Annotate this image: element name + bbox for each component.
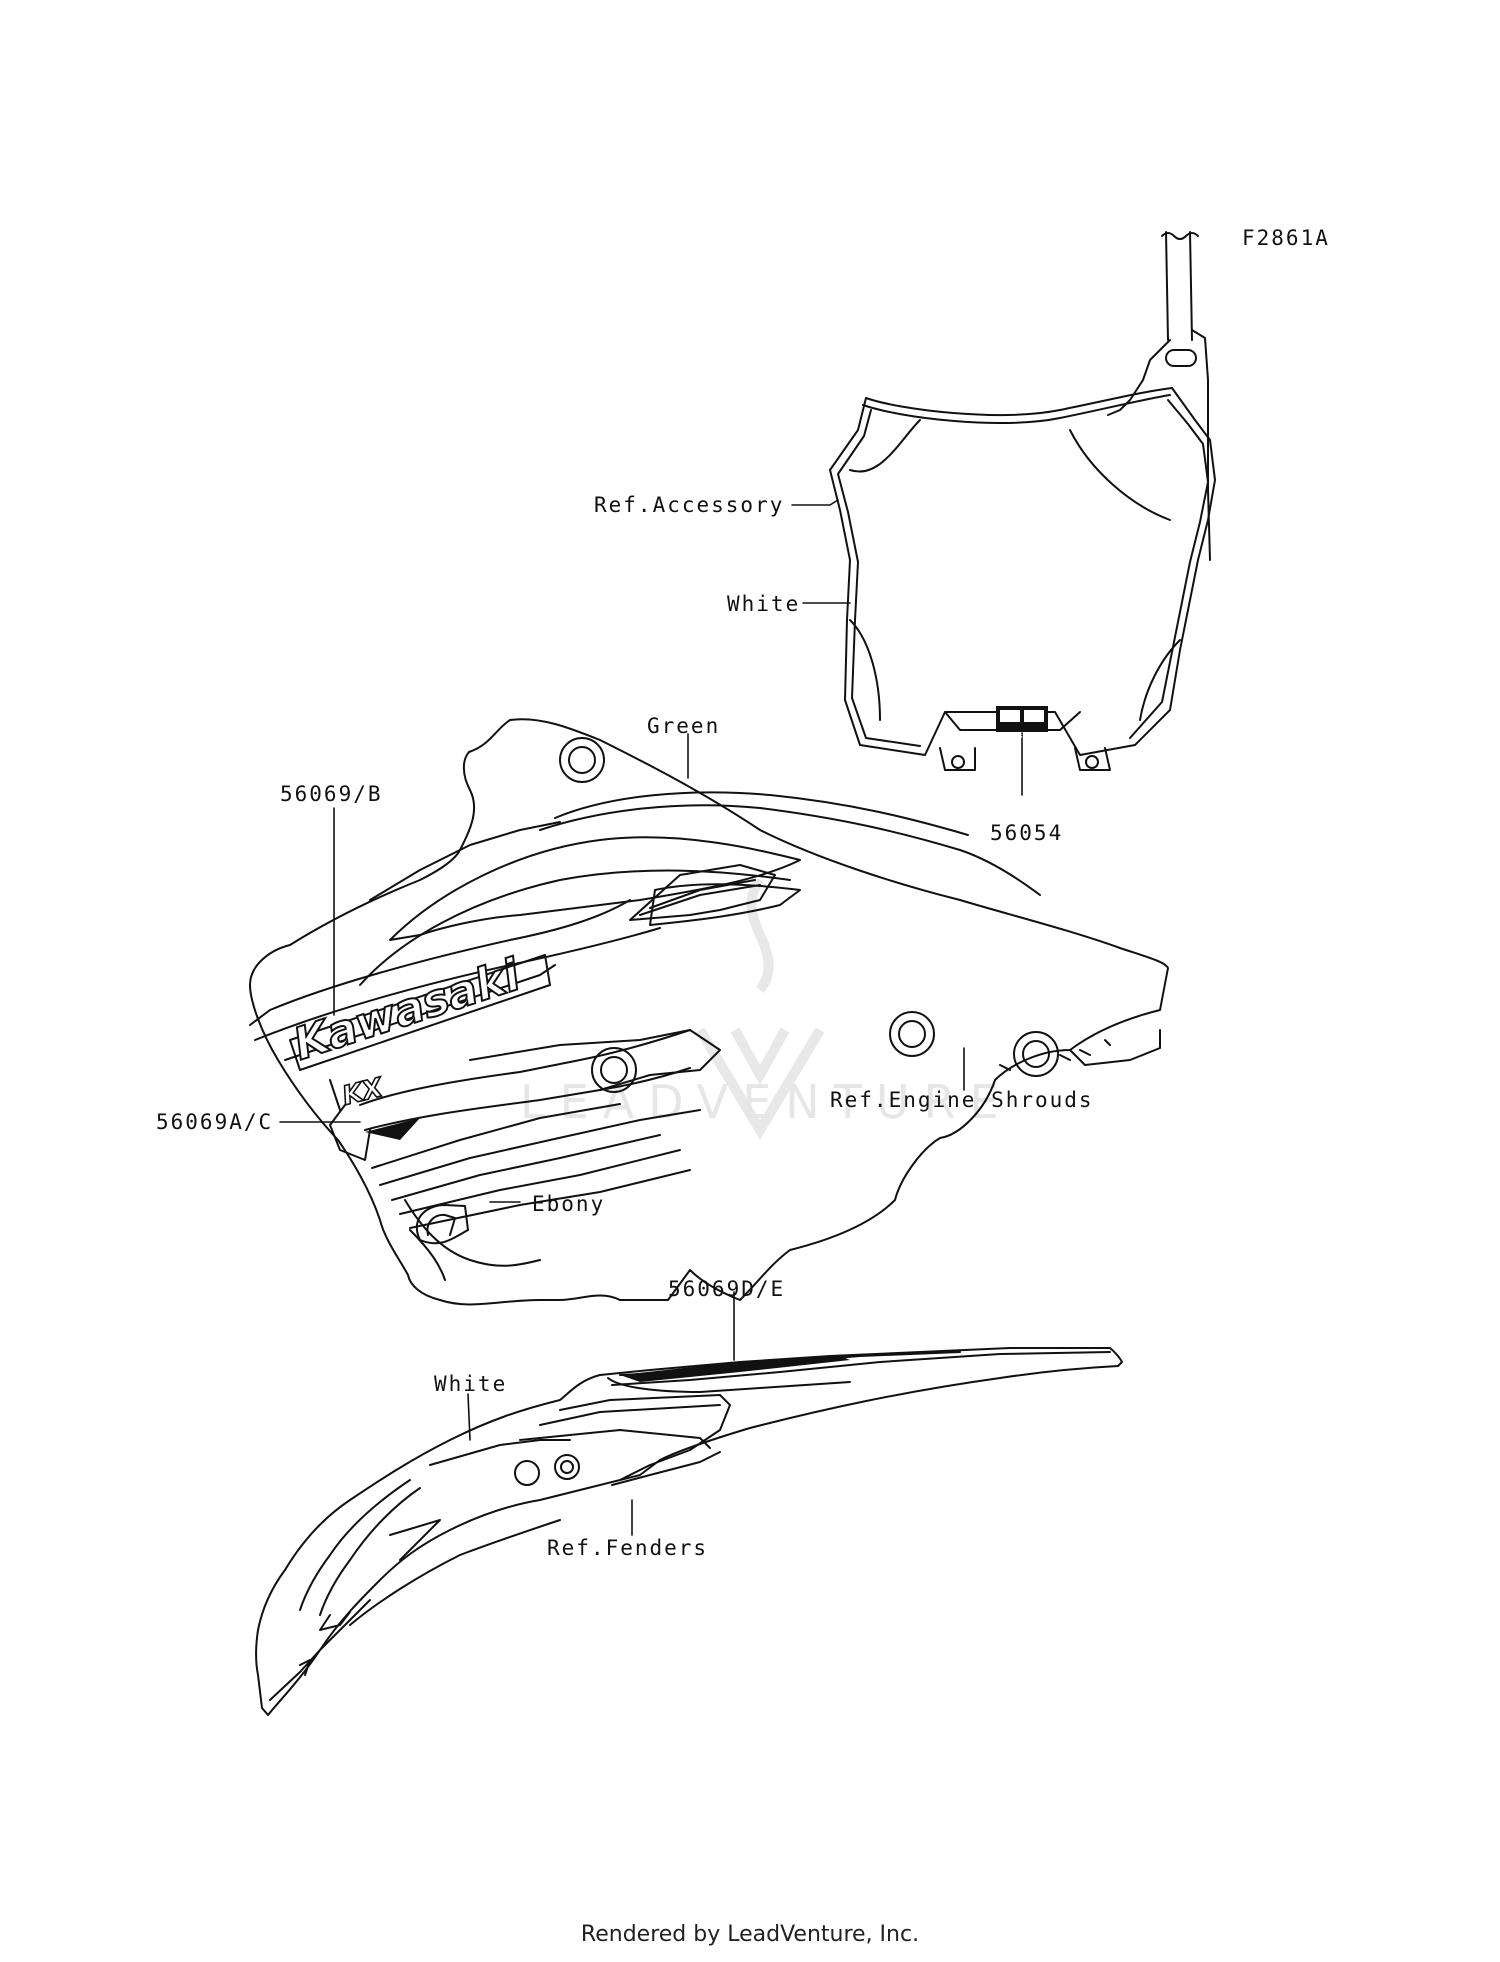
callout-56054: 56054 <box>990 821 1064 845</box>
footer-credit: Rendered by LeadVenture, Inc. <box>580 1922 920 1947</box>
callout-56069-de: 56069D/E <box>668 1277 786 1301</box>
number-plate <box>829 231 1216 771</box>
callout-ref-accessory: Ref.Accessory <box>594 493 785 517</box>
watermark-text: LEADVENTURE <box>520 1075 1013 1129</box>
callout-ref-engine-shrouds: Ref.Engine Shrouds <box>830 1088 1094 1112</box>
callout-56069-b: 56069/B <box>280 782 383 806</box>
leader-lines <box>279 499 1023 1536</box>
callout-green: Green <box>647 714 721 738</box>
shroud-model-logo: KX <box>339 1072 387 1111</box>
rear-fender <box>255 1347 1123 1716</box>
plate-emblem-logo: Kawasaki <box>1000 732 1033 740</box>
callout-white-fender: White <box>434 1372 508 1396</box>
callout-white-plate: White <box>727 592 801 616</box>
radiator-shroud <box>249 718 1169 1306</box>
shroud-brand-logo: Kawasaki <box>288 949 528 1070</box>
callout-ref-fenders: Ref.Fenders <box>547 1536 709 1560</box>
callout-ebony: Ebony <box>532 1192 606 1216</box>
callout-56069-ac: 56069A/C <box>156 1110 274 1134</box>
figure-code: F2861A <box>1242 226 1330 250</box>
